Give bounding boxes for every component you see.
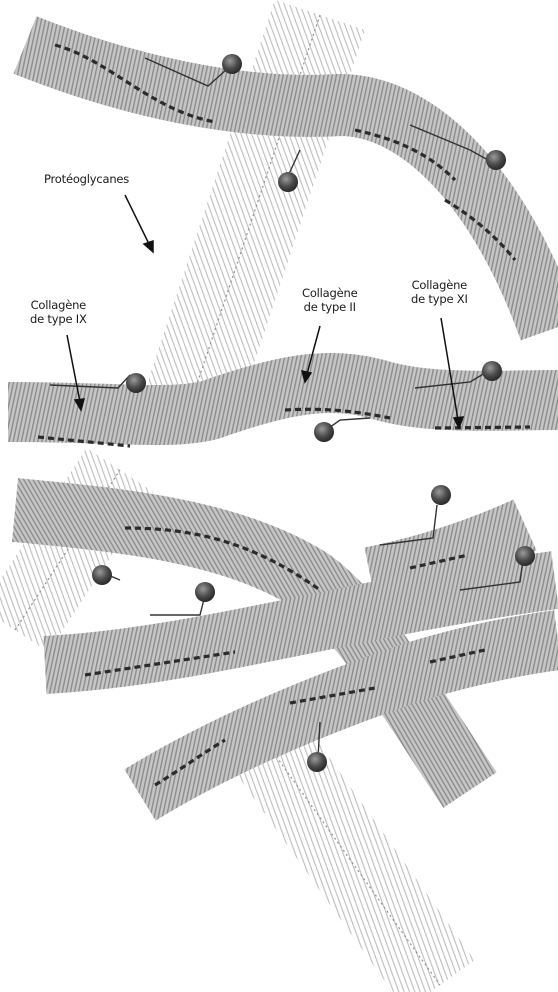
label-type-ii-line2: de type II	[302, 300, 357, 314]
label-type-xi-line2: de type XI	[411, 292, 468, 306]
nc4-ball	[126, 373, 146, 393]
label-proteoglycans-text: Protéoglycanes	[44, 172, 129, 186]
nc4-ball	[482, 361, 502, 381]
type-ix-stalk	[150, 595, 205, 615]
fibril-middle	[8, 383, 558, 415]
label-proteoglycans: Protéoglycanes	[44, 172, 129, 186]
proteoglycan-lower	[250, 720, 440, 985]
nc4-ball	[515, 546, 535, 566]
nc4-ball	[92, 565, 112, 585]
label-type-xi: Collagène de type XI	[411, 278, 468, 306]
nc4-ball	[278, 172, 298, 192]
nc4-ball	[195, 582, 215, 602]
label-type-xi-line1: Collagène	[411, 278, 468, 292]
arrow-proteoglycans	[125, 195, 150, 246]
nc4-ball	[431, 485, 451, 505]
label-type-ix: Collagène de type IX	[30, 298, 87, 326]
nc4-ball	[486, 150, 506, 170]
label-type-ix-line1: Collagène	[30, 298, 87, 312]
nc4-ball	[222, 54, 242, 74]
label-type-ii-line1: Collagène	[302, 286, 357, 300]
label-type-ix-line2: de type IX	[30, 312, 87, 326]
label-type-ii: Collagène de type II	[302, 286, 357, 314]
nc4-ball	[314, 422, 334, 442]
nc4-ball	[307, 752, 327, 772]
